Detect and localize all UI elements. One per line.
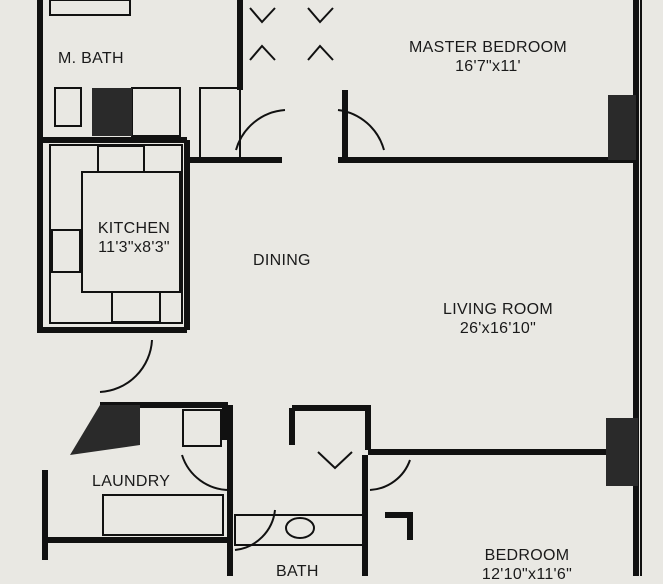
wall-laundry xyxy=(42,402,230,560)
room-size: 26'x16'10" xyxy=(459,320,537,337)
door-swing-bedroom xyxy=(369,459,411,491)
wall-closet xyxy=(289,405,371,450)
toilet xyxy=(54,87,82,127)
fridge xyxy=(51,229,81,273)
tub xyxy=(49,0,131,16)
door-swing-bath xyxy=(234,509,276,551)
bath-sink xyxy=(285,517,315,539)
master-bath-label: M. BATH xyxy=(58,50,124,67)
room-size: 16'7"x11' xyxy=(455,58,521,75)
door-swing-master xyxy=(235,109,385,151)
shower xyxy=(131,87,181,137)
closet-doors xyxy=(249,7,353,470)
room-name: MASTER BEDROOM xyxy=(409,39,567,56)
kitchen-label: KITCHEN 11'3"x8'3" xyxy=(86,219,182,257)
room-name: BEDROOM xyxy=(484,547,570,564)
door-swing-entry xyxy=(99,339,153,393)
washer-dryer xyxy=(102,494,224,536)
room-size: 12'10"x11'6" xyxy=(481,566,573,583)
water-heater xyxy=(182,409,222,447)
stove xyxy=(97,145,145,173)
column xyxy=(606,418,638,486)
sink xyxy=(111,291,161,323)
master-bedroom-label: MASTER BEDROOM 16'7"x11' xyxy=(388,38,588,76)
wall-left-upper xyxy=(37,0,187,333)
wall-mbath-right xyxy=(237,0,348,160)
laundry-label: LAUNDRY xyxy=(92,473,171,490)
wall-bedroom-left xyxy=(385,512,413,540)
room-size: 11'3"x8'3" xyxy=(98,239,170,256)
dining-label: DINING xyxy=(253,252,311,269)
column xyxy=(92,88,132,136)
entry-closet xyxy=(199,87,241,161)
room-name: KITCHEN xyxy=(97,220,171,237)
wall-bath-right xyxy=(227,405,368,576)
living-room-label: LIVING ROOM 26'x16'10" xyxy=(398,300,598,338)
column xyxy=(70,405,140,455)
bath-counter xyxy=(234,514,364,546)
column xyxy=(608,95,636,160)
bath-label: BATH xyxy=(276,563,319,580)
door-swing-laundry xyxy=(181,454,231,492)
room-name: LIVING ROOM xyxy=(443,301,553,318)
bedroom-label: BEDROOM 12'10"x11'6" xyxy=(452,546,602,584)
